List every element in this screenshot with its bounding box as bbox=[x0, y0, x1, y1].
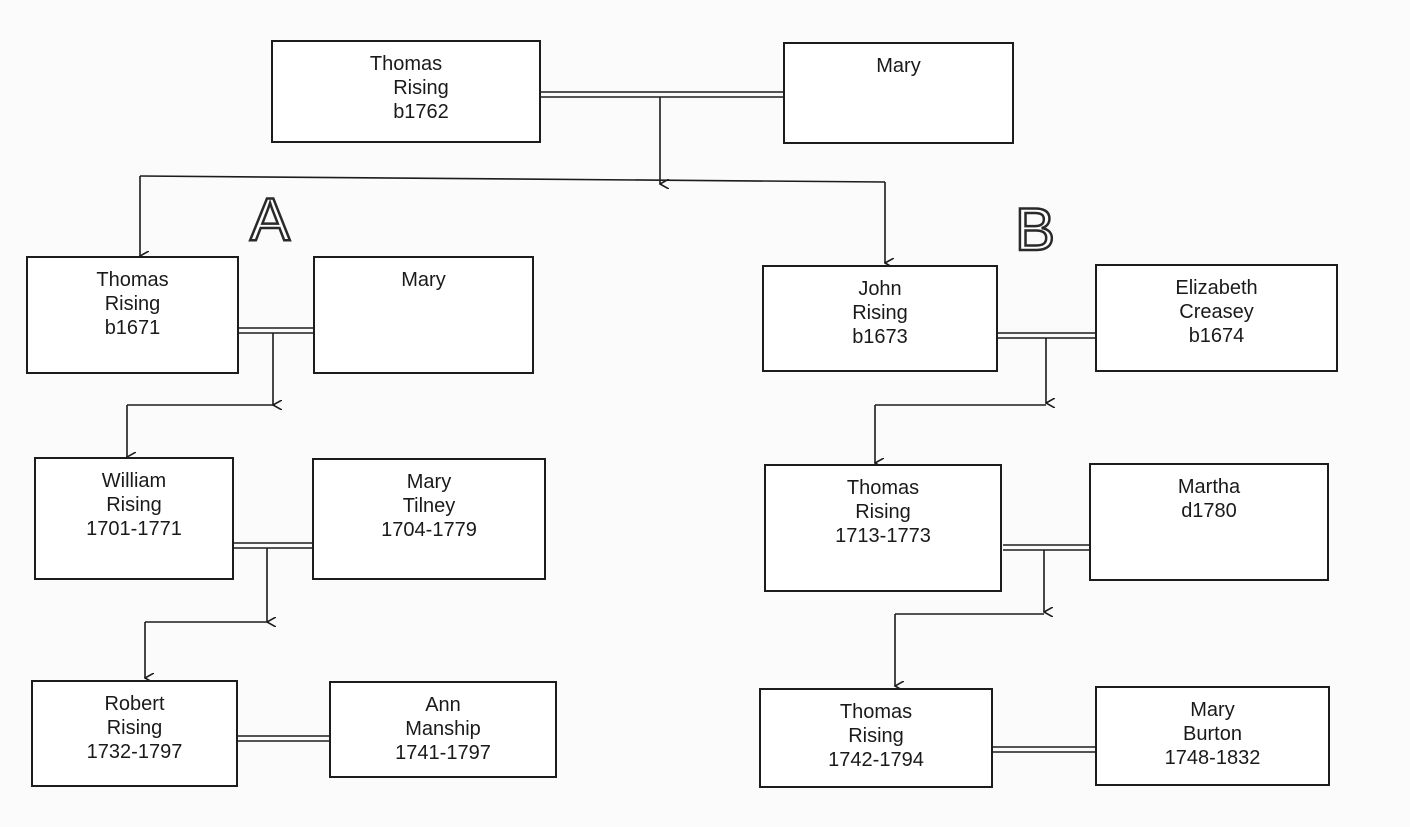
person-box-mary-a: Mary bbox=[313, 256, 534, 374]
descent-line-a2 bbox=[145, 548, 267, 678]
person-first-name: William bbox=[101, 470, 167, 492]
person-surname: Tilney bbox=[402, 495, 456, 517]
person-box-ann-manship: Ann Manship 1741-1797 bbox=[329, 681, 557, 778]
person-dates: 1748-1832 bbox=[1164, 747, 1261, 769]
marriage-line-b1 bbox=[998, 332, 1095, 339]
descent-line-b1 bbox=[875, 338, 1046, 463]
person-first-name: Thomas bbox=[96, 269, 169, 291]
person-surname: Manship bbox=[405, 718, 481, 740]
person-surname: Rising bbox=[106, 494, 162, 516]
person-surname: Rising bbox=[104, 293, 161, 315]
person-first-name: Mary bbox=[406, 471, 452, 493]
descent-line-a1 bbox=[127, 333, 273, 457]
descent-line-top bbox=[140, 97, 885, 263]
person-box-john-rising: John Rising b1673 bbox=[762, 265, 998, 372]
person-box-william-rising: William Rising 1701-1771 bbox=[34, 457, 234, 580]
person-first-name: John bbox=[858, 278, 902, 300]
person-first-name: Ann bbox=[425, 694, 461, 716]
person-box-mary-tilney: Mary Tilney 1704-1779 bbox=[312, 458, 546, 580]
marriage-line-a1 bbox=[238, 327, 315, 334]
marriage-line-b3 bbox=[993, 746, 1095, 753]
person-surname: Rising bbox=[852, 302, 908, 324]
person-box-thomas-rising-b1671: Thomas Rising b1671 bbox=[26, 256, 239, 374]
person-box-robert-rising: Robert Rising 1732-1797 bbox=[31, 680, 238, 787]
person-dates: d1780 bbox=[1181, 500, 1237, 522]
person-first-name: Mary bbox=[876, 55, 921, 77]
person-dates: 1701-1771 bbox=[86, 518, 182, 540]
person-first-name: Thomas bbox=[846, 477, 920, 499]
person-first-name: Thomas bbox=[369, 53, 443, 75]
person-box-mary-top: Mary bbox=[783, 42, 1014, 144]
person-surname: Rising bbox=[106, 717, 163, 739]
descent-line-b2 bbox=[895, 550, 1044, 686]
person-surname: Rising bbox=[848, 725, 904, 747]
person-box-martha: Martha d1780 bbox=[1089, 463, 1329, 581]
branch-label-a: A bbox=[249, 186, 292, 253]
person-box-thomas-rising-1742: Thomas Rising 1742-1794 bbox=[759, 688, 993, 788]
person-surname: Rising bbox=[393, 77, 449, 99]
person-dates: 1741-1797 bbox=[395, 742, 491, 764]
person-dates: 1704-1779 bbox=[381, 519, 477, 541]
marriage-line-a2 bbox=[233, 542, 313, 549]
person-dates: 1742-1794 bbox=[828, 749, 924, 771]
person-surname: Creasey bbox=[1179, 301, 1254, 323]
person-dates: 1732-1797 bbox=[86, 741, 183, 763]
branch-label-b: B bbox=[1014, 196, 1057, 263]
marriage-line-a3 bbox=[237, 735, 330, 742]
marriage-line-top bbox=[540, 91, 783, 98]
person-surname: Burton bbox=[1183, 723, 1242, 745]
person-first-name: Robert bbox=[104, 693, 165, 715]
person-box-elizabeth-creasey: Elizabeth Creasey b1674 bbox=[1095, 264, 1338, 372]
person-dates: b1673 bbox=[852, 326, 908, 348]
person-first-name: Mary bbox=[1190, 699, 1235, 721]
marriage-line-b2 bbox=[1003, 544, 1090, 551]
person-first-name: Thomas bbox=[839, 701, 913, 723]
person-surname: Rising bbox=[855, 501, 911, 523]
person-first-name: Martha bbox=[1177, 476, 1241, 498]
person-box-thomas-rising-1713: Thomas Rising 1713-1773 bbox=[764, 464, 1002, 592]
person-dates: b1762 bbox=[393, 101, 449, 123]
person-first-name: Mary bbox=[401, 269, 446, 291]
person-dates: b1674 bbox=[1188, 325, 1245, 347]
person-box-mary-burton: Mary Burton 1748-1832 bbox=[1095, 686, 1330, 786]
person-dates: b1671 bbox=[104, 317, 161, 339]
person-dates: 1713-1773 bbox=[835, 525, 931, 547]
person-first-name: Elizabeth bbox=[1175, 277, 1258, 299]
person-box-thomas-rising-b1762: Thomas Rising b1762 bbox=[271, 40, 541, 143]
